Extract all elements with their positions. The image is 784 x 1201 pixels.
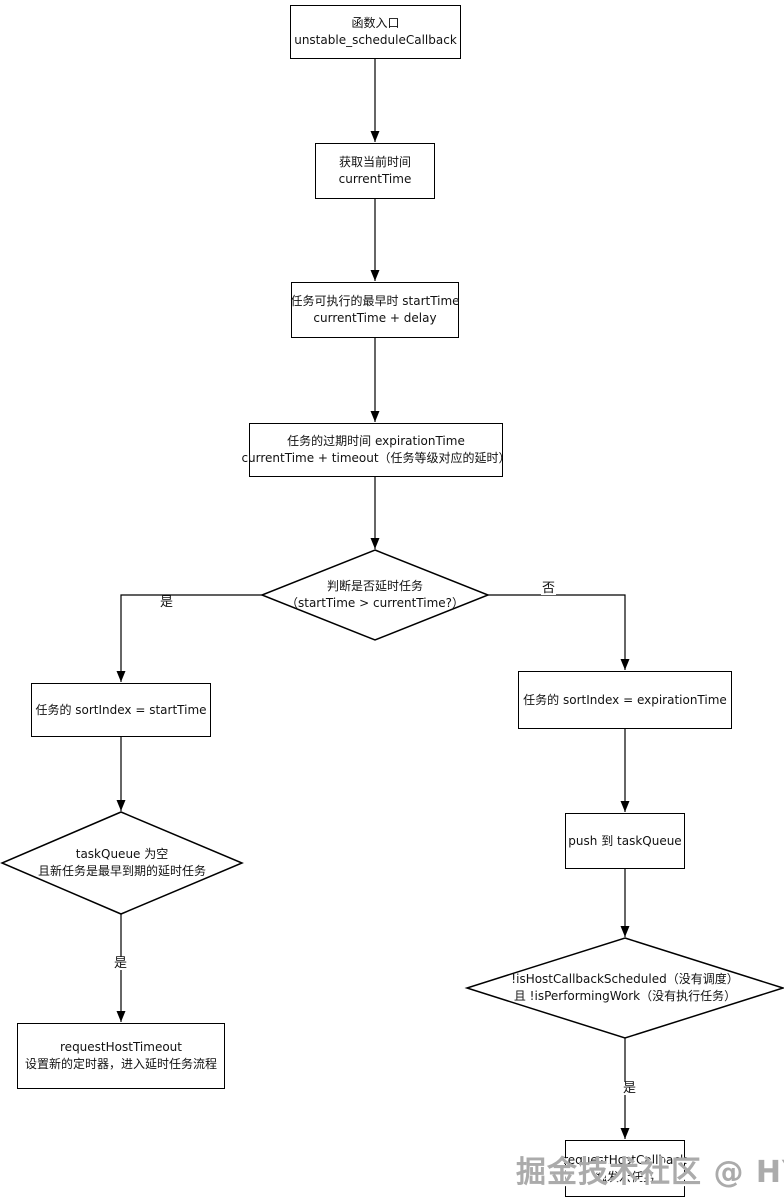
edge-label-no-right: 否: [541, 581, 557, 596]
node-request-host-callback-line1: requestHostCallback: [563, 1152, 687, 1167]
edge-decision-no-right: [488, 594, 630, 670]
node-sort-index-expiration-time: 任务的 sortIndex = expirationTime: [518, 671, 732, 729]
decision-task-queue-empty-text: taskQueue 为空 且新任务是最早到期的延时任务: [2, 838, 242, 888]
node-push-task-queue-line1: push 到 taskQueue: [568, 833, 682, 848]
decision-not-scheduled-text: !isHostCallbackScheduled（没有调度） 且 !isPerf…: [475, 963, 775, 1013]
node-sort-index-start-time-line1: 任务的 sortIndex = startTime: [35, 702, 207, 717]
node-entry: 函数入口 unstable_scheduleCallback: [290, 5, 461, 59]
node-request-host-timeout-line2: 设置新的定时器，进入延时任务流程: [24, 1057, 217, 1071]
decision-not-scheduled-line2: 且 !isPerformingWork（没有执行任务）: [513, 989, 737, 1003]
diamond-is-delayed: [259, 549, 491, 641]
diamond-not-scheduled: [464, 937, 784, 1039]
edge-label-yes-bottom-right: 是: [622, 1081, 638, 1096]
node-sort-index-start-time: 任务的 sortIndex = startTime: [31, 683, 211, 737]
decision-is-delayed-line1: 判断是否延时任务: [326, 579, 423, 593]
decision-task-queue-empty-line1: taskQueue 为空: [75, 847, 169, 861]
node-entry-line1: 函数入口: [351, 16, 400, 30]
node-entry-line2: unstable_scheduleCallback: [294, 33, 457, 47]
edge-label-yes-bottom-left: 是: [113, 956, 129, 971]
node-push-task-queue: push 到 taskQueue: [565, 813, 685, 869]
decision-task-queue-empty-line2: 且新任务是最早到期的延时任务: [37, 864, 206, 878]
node-expiration-time: 任务的过期时间 expirationTime currentTime + tim…: [241, 423, 511, 477]
node-start-time: 任务可执行的最早时 startTime currentTime + delay: [290, 282, 460, 338]
node-start-time-line2: currentTime + delay: [313, 311, 437, 325]
node-request-host-callback: requestHostCallback 触发宏任务: [563, 1140, 687, 1197]
node-get-current-time-line1: 获取当前时间: [338, 155, 411, 169]
node-expiration-time-line2: currentTime + timeout（任务等级对应的延时）: [241, 451, 511, 465]
node-get-current-time-line2: currentTime: [338, 172, 412, 186]
node-request-host-callback-line2: 触发宏任务: [594, 1169, 655, 1184]
diamond-task-queue-empty: [0, 811, 244, 915]
node-expiration-time-line1: 任务的过期时间 expirationTime: [287, 434, 465, 448]
node-sort-index-expiration-time-line1: 任务的 sortIndex = expirationTime: [523, 692, 727, 707]
node-get-current-time: 获取当前时间 currentTime: [315, 143, 435, 199]
edge-label-yes-left: 是: [159, 595, 175, 610]
node-start-time-line1: 任务可执行的最早时 startTime: [290, 294, 460, 308]
node-request-host-timeout-line1: requestHostTimeout: [60, 1040, 182, 1054]
node-request-host-timeout: requestHostTimeout 设置新的定时器，进入延时任务流程: [17, 1023, 225, 1089]
decision-is-delayed-text: 判断是否延时任务 （startTime > currentTime?）: [265, 570, 485, 620]
edge-decision-yes-left: [116, 594, 262, 682]
decision-not-scheduled-line1: !isHostCallbackScheduled（没有调度）: [511, 972, 739, 986]
decision-is-delayed-line2: （startTime > currentTime?）: [285, 596, 465, 610]
